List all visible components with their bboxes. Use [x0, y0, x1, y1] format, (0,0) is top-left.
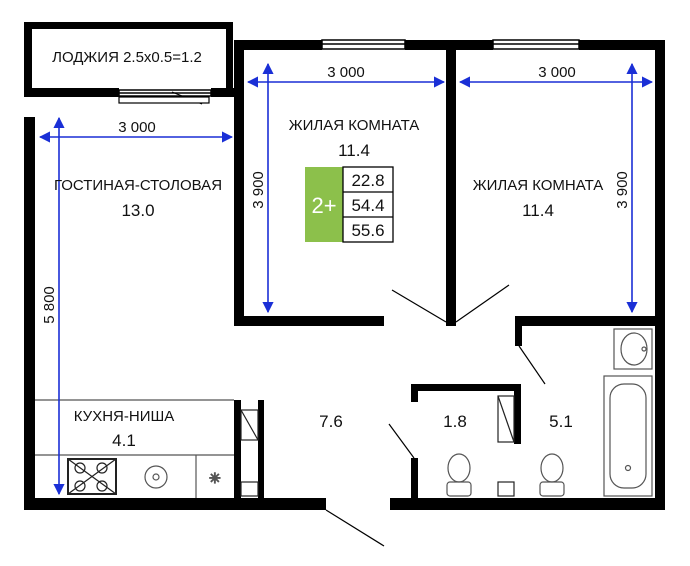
- sink-icon: [144, 465, 168, 489]
- outer-wall-left: [24, 117, 35, 510]
- door-bedroom-right: [455, 284, 510, 323]
- windows: [118, 39, 580, 97]
- apartment-type-badge: [305, 167, 343, 242]
- door-entrance: [325, 509, 385, 547]
- living-dining-area: 13.0: [121, 201, 154, 220]
- door-bath: [518, 345, 546, 385]
- bedroom-center-area: 11.4: [338, 141, 370, 160]
- wc-wall-left-low: [411, 458, 418, 508]
- living-wall-top-left: [24, 88, 119, 97]
- outer-wall-top-a: [234, 40, 322, 50]
- dim-label-living-width: 3 000: [118, 119, 156, 136]
- door-wc: [388, 423, 415, 459]
- doors: [325, 284, 546, 547]
- kitchen-area: 4.1: [112, 431, 136, 450]
- apartment-type: 2+: [311, 193, 336, 218]
- bedroom-right-name: ЖИЛАЯ КОМНАТА: [473, 177, 604, 194]
- wc-wall-top: [411, 384, 521, 391]
- bath-area: 5.1: [549, 412, 573, 431]
- total-with-loggia-value: 55.6: [351, 221, 384, 240]
- bathtub-icon: [603, 375, 653, 497]
- partition-living-bedroom: [234, 40, 244, 326]
- door-bedroom-center: [391, 289, 447, 323]
- washbasin-icon: [613, 328, 653, 370]
- living-dining-name: ГОСТИНАЯ-СТОЛОВАЯ: [54, 177, 222, 194]
- dim-label-bedroom-center-depth: 3 900: [250, 171, 267, 209]
- bedroom-center-name: ЖИЛАЯ КОМНАТА: [289, 117, 420, 134]
- dim-label-bedroom-right-width: 3 000: [538, 64, 576, 81]
- living-area-value: 22.8: [351, 171, 384, 190]
- partition-bedrooms: [446, 40, 456, 326]
- walls: [24, 22, 665, 510]
- bath-fixtures: [446, 328, 653, 497]
- stove-icon: [67, 458, 117, 495]
- bedroom-center-wall-bottom: [234, 316, 384, 326]
- dim-label-bedroom-center-width: 3 000: [327, 64, 365, 81]
- wc-wall-left: [411, 384, 418, 402]
- dimension-lines: [38, 62, 654, 496]
- loggia-wall-right: [226, 22, 233, 92]
- outer-wall-bottom-left: [24, 498, 326, 510]
- outer-wall-bottom-right: [390, 498, 665, 510]
- living-wall-top-right: [211, 88, 236, 97]
- dimension-labels: 3 000 3 000 3 000 3 900 3 900 5 800: [41, 64, 631, 324]
- kitchen-name: КУХНЯ-НИША: [74, 408, 174, 425]
- outer-wall-top-c: [579, 40, 657, 50]
- kitchen-shaft-wall: [234, 400, 241, 500]
- kitchen-shaft-wall-right: [258, 400, 264, 500]
- bedroom-right-area: 11.4: [522, 201, 554, 220]
- hall-area: 7.6: [319, 412, 343, 431]
- loggia-door: [118, 91, 210, 105]
- bath-wall-top-stub: [515, 316, 522, 346]
- loggia-name: ЛОДЖИЯ 2.5х0.5=1.2: [52, 49, 202, 66]
- kitchen-fixtures: ✳: [35, 399, 259, 498]
- outer-wall-right: [655, 40, 665, 508]
- loggia-wall-top: [24, 22, 232, 29]
- dim-label-living-depth: 5 800: [41, 286, 58, 324]
- bath-wall-top: [515, 316, 665, 326]
- room-labels: ЛОДЖИЯ 2.5х0.5=1.2 ГОСТИНАЯ-СТОЛОВАЯ 13.…: [52, 49, 603, 450]
- total-area-value: 54.4: [351, 196, 384, 215]
- wc-area: 1.8: [443, 412, 467, 431]
- toilet-icon: [446, 453, 472, 497]
- toilet-icon: [539, 453, 565, 497]
- area-summary: 2+ 22.8 54.4 55.6: [305, 166, 394, 243]
- dim-label-bedroom-right-depth: 3 900: [614, 171, 631, 209]
- wc-partition: [514, 384, 521, 444]
- fridge-icon: ✳: [209, 470, 221, 486]
- loggia-wall-left: [24, 22, 32, 92]
